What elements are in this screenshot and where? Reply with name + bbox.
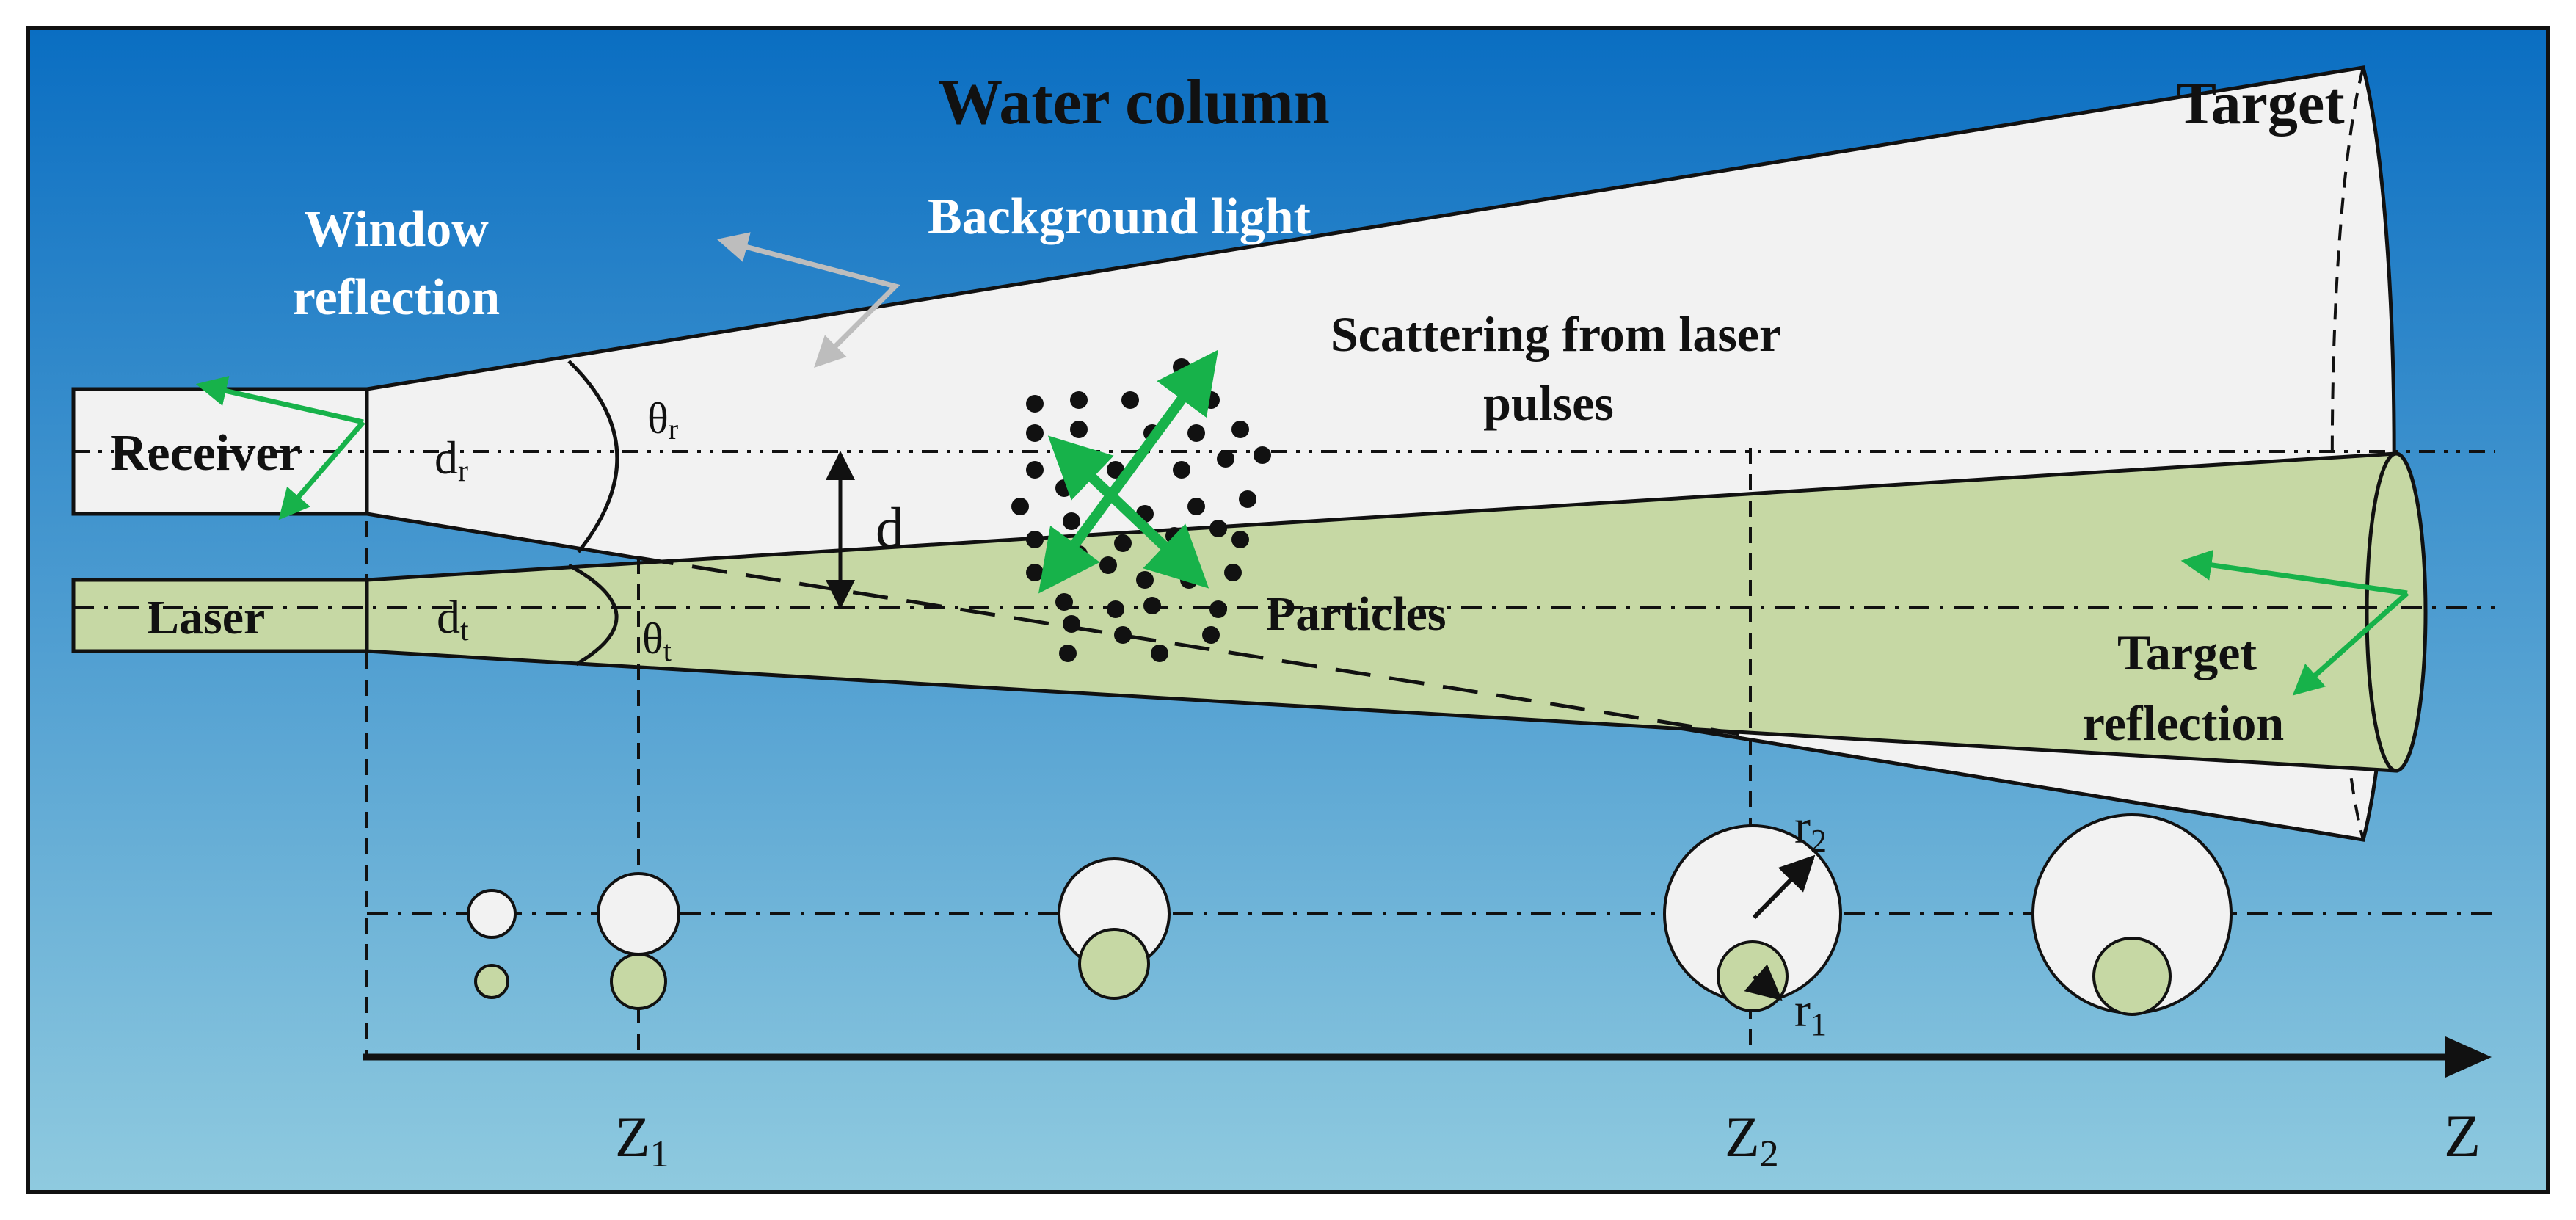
theta-r-arc	[567, 360, 619, 553]
z1-label: Z1	[615, 1105, 669, 1175]
cross-section-z1	[597, 872, 680, 1010]
r2-label: r2	[1794, 800, 1827, 859]
dt-label: dt	[437, 591, 469, 647]
target-reflection-label-2: reflection	[2083, 695, 2284, 751]
theta-t-label: θt	[642, 614, 672, 667]
z-axis-label: Z	[2444, 1103, 2481, 1169]
theta-r-label: θr	[647, 394, 678, 446]
target-label: Target	[2176, 70, 2344, 137]
target-reflection-arrows	[2180, 549, 2409, 696]
laser-label: Laser	[147, 591, 265, 645]
background-light-arrow	[716, 232, 900, 368]
cross-section-mid	[1058, 857, 1171, 1000]
theta-t-arc	[567, 563, 619, 667]
water-column-label: Water column	[938, 67, 1330, 138]
target-laser-spot	[2365, 451, 2428, 773]
r1-label: r1	[1794, 984, 1827, 1042]
window-reflection-label-2: reflection	[293, 269, 500, 326]
scattering-label-1: Scattering from laser	[1331, 306, 1781, 362]
overlap-boundary	[638, 556, 1740, 736]
z2-label: Z2	[1725, 1105, 1779, 1175]
dr-label: dr	[434, 432, 468, 488]
d-label: d	[876, 495, 904, 559]
target-reflection-label-1: Target	[2117, 625, 2257, 680]
scattering-label-2: pulses	[1483, 375, 1614, 431]
scattering-arrows	[1038, 349, 1218, 594]
laser-beam	[365, 451, 2428, 773]
receiver-label: Receiver	[110, 425, 301, 482]
cross-section-start	[467, 889, 517, 999]
window-reflection-label-1: Window	[304, 201, 489, 258]
background-light-label: Background light	[928, 189, 1311, 245]
window-reflection-arrows	[195, 375, 365, 520]
r2-arrow	[1752, 854, 1816, 920]
particles-label: Particles	[1266, 587, 1447, 641]
r1-arrow	[1744, 964, 1783, 1001]
z-axis-arrowhead	[2445, 1036, 2492, 1078]
cross-section-target	[2031, 813, 2233, 1016]
